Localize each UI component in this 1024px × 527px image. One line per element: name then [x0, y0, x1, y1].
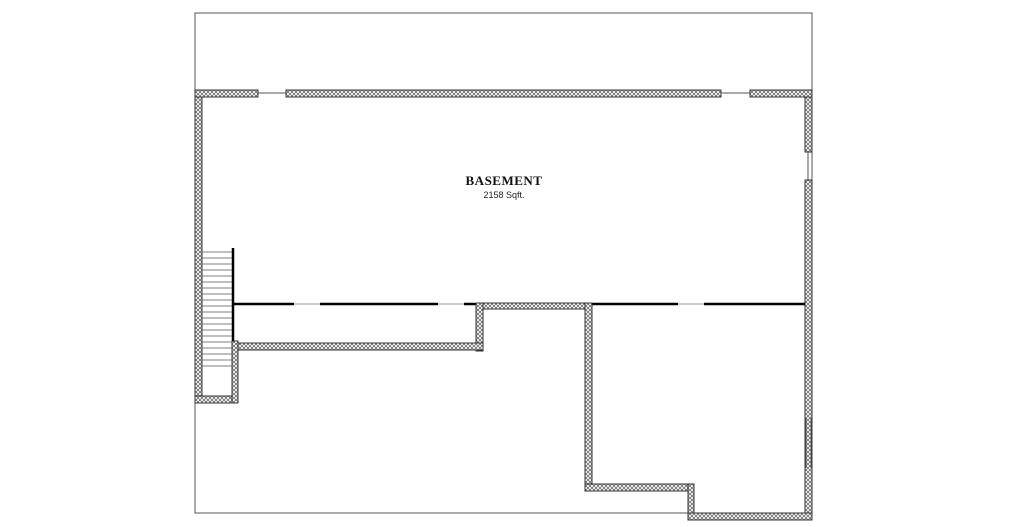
right-lower-window	[805, 418, 812, 468]
notch-walls	[237, 302, 588, 352]
outer-outline	[194, 12, 813, 514]
lower-wing-walls	[584, 302, 813, 521]
room-area: 2158 Sqft.	[483, 190, 524, 200]
stairs	[202, 251, 232, 367]
top-wall	[194, 89, 813, 98]
room-name: BASEMENT	[466, 173, 543, 188]
stair-right-wall	[231, 340, 239, 404]
left-wall	[194, 96, 203, 403]
